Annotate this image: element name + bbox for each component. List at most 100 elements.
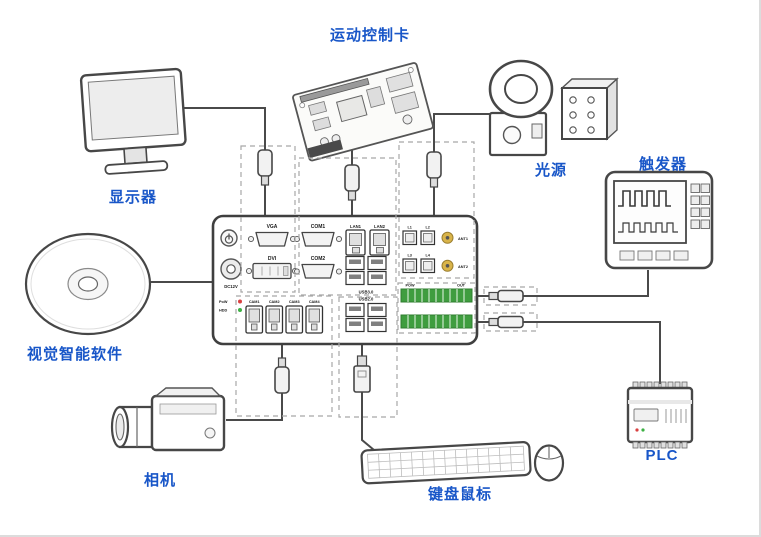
svg-text:COM1: COM1 xyxy=(311,224,326,230)
trigger-vents xyxy=(619,250,689,261)
wire-light xyxy=(433,113,492,152)
card-ic xyxy=(385,71,414,93)
pow-led-label: PoW xyxy=(219,300,228,304)
svg-text:COM2: COM2 xyxy=(311,256,326,262)
plc-vents xyxy=(665,409,687,423)
wire-monitor xyxy=(184,107,266,152)
card-ic xyxy=(365,85,386,108)
camera-label-plate xyxy=(159,403,217,415)
card-mount-hole xyxy=(407,67,414,73)
usb2-label: USB2.0 xyxy=(359,297,374,302)
monitor-base xyxy=(104,160,169,175)
camera-plug xyxy=(274,357,290,394)
ant2-label: ANT2 xyxy=(458,265,468,269)
pow-led xyxy=(238,299,242,304)
card-ic xyxy=(390,91,420,114)
dashed-box-cam xyxy=(235,295,333,417)
connector-plugs xyxy=(257,149,524,394)
dc12v-port: DC12V xyxy=(220,258,242,289)
hdd-led-label: HDD xyxy=(219,309,227,313)
camera-device xyxy=(110,387,226,452)
card-capacitor xyxy=(402,114,413,125)
light-device xyxy=(488,59,619,157)
wire-keyboard xyxy=(361,392,375,451)
usb3-ports: USB3.0 xyxy=(345,255,387,295)
vga-port: VGA xyxy=(247,224,297,247)
motion-card-label: 运动控制卡 xyxy=(329,27,411,44)
motion-card-device xyxy=(292,62,434,162)
plc-terminals-bottom xyxy=(632,441,688,449)
svg-text:L2: L2 xyxy=(425,226,429,230)
dc12v-label: DC12V xyxy=(224,284,238,289)
svg-text:CAM2: CAM2 xyxy=(269,300,280,304)
ring-light-hole xyxy=(504,74,538,104)
plc-plug xyxy=(488,315,524,329)
wires xyxy=(148,107,661,451)
ant1-label: ANT1 xyxy=(458,237,468,241)
wire-trigger xyxy=(523,270,649,297)
light-label: 光源 xyxy=(534,162,568,179)
plc-led xyxy=(635,428,639,432)
keyboard-device xyxy=(360,441,532,485)
camera-label: 相机 xyxy=(143,472,177,489)
light-latch xyxy=(531,123,543,139)
plc-device xyxy=(626,381,694,449)
usb3-label: USB3.0 xyxy=(359,290,374,295)
software-label: 视觉智能软件 xyxy=(26,346,124,363)
svg-text:L4: L4 xyxy=(425,254,430,258)
lan1-port: LAN1 xyxy=(345,224,366,256)
waveform-bottom xyxy=(618,222,678,233)
monitor-screen xyxy=(87,75,179,141)
io-ports-row2: L3 L4 ANT2 xyxy=(402,254,468,274)
com2-port: COM2 xyxy=(293,256,343,279)
vga-plug xyxy=(257,149,273,186)
status-leds: PoW HDD xyxy=(219,299,242,313)
card-ic-large xyxy=(335,94,368,123)
plc-label-plate xyxy=(633,408,659,422)
dashed-box-com xyxy=(298,157,397,296)
plc-label: PLC xyxy=(645,447,679,464)
monitor-stand xyxy=(123,146,148,165)
card-mount-hole xyxy=(299,102,306,109)
monitor-label: 显示器 xyxy=(108,189,158,206)
plc-led xyxy=(641,428,645,432)
card-ic xyxy=(312,116,332,132)
card-ic xyxy=(308,100,328,116)
power-button-icon xyxy=(220,229,238,247)
waveform-top xyxy=(618,190,671,207)
svg-text:L1: L1 xyxy=(407,226,411,230)
svg-text:VGA: VGA xyxy=(267,224,278,230)
plc-terminals-top xyxy=(632,381,688,389)
usb-plug xyxy=(353,355,371,393)
trigger-buttons xyxy=(690,183,710,229)
svg-text:CAM4: CAM4 xyxy=(309,300,321,304)
card-plug xyxy=(344,164,360,201)
wire-plc xyxy=(523,321,661,384)
dashed-box-io xyxy=(398,141,475,279)
light-plug xyxy=(426,151,442,188)
trigger-device xyxy=(604,170,714,270)
cd-hole xyxy=(77,276,99,292)
dashed-groups xyxy=(235,141,538,418)
pow-terminal-label: POW xyxy=(405,284,414,288)
light-connector-box xyxy=(561,87,608,140)
trigger-plug xyxy=(488,289,524,303)
out-terminal-label: OUT xyxy=(457,284,466,288)
dvi-port: DVI xyxy=(245,256,299,280)
dashed-box-usb xyxy=(338,296,398,418)
cam-ports: CAM1 CAM2 CAM3 CAM4 xyxy=(245,300,324,334)
cd-disc-device xyxy=(24,232,152,336)
camera-top xyxy=(154,387,222,397)
card-edge-connector xyxy=(307,139,343,158)
svg-text:CAM1: CAM1 xyxy=(249,300,260,304)
svg-text:CAM3: CAM3 xyxy=(289,300,300,304)
camera-lens-glass xyxy=(115,413,125,441)
svg-text:LAN1: LAN1 xyxy=(350,224,362,229)
light-lens xyxy=(502,125,522,145)
light-box-side xyxy=(606,77,618,141)
svg-text:DVI: DVI xyxy=(268,256,277,262)
wire-camera xyxy=(226,393,283,421)
camera-connector xyxy=(204,427,216,439)
trigger-label: 触发器 xyxy=(638,156,688,173)
